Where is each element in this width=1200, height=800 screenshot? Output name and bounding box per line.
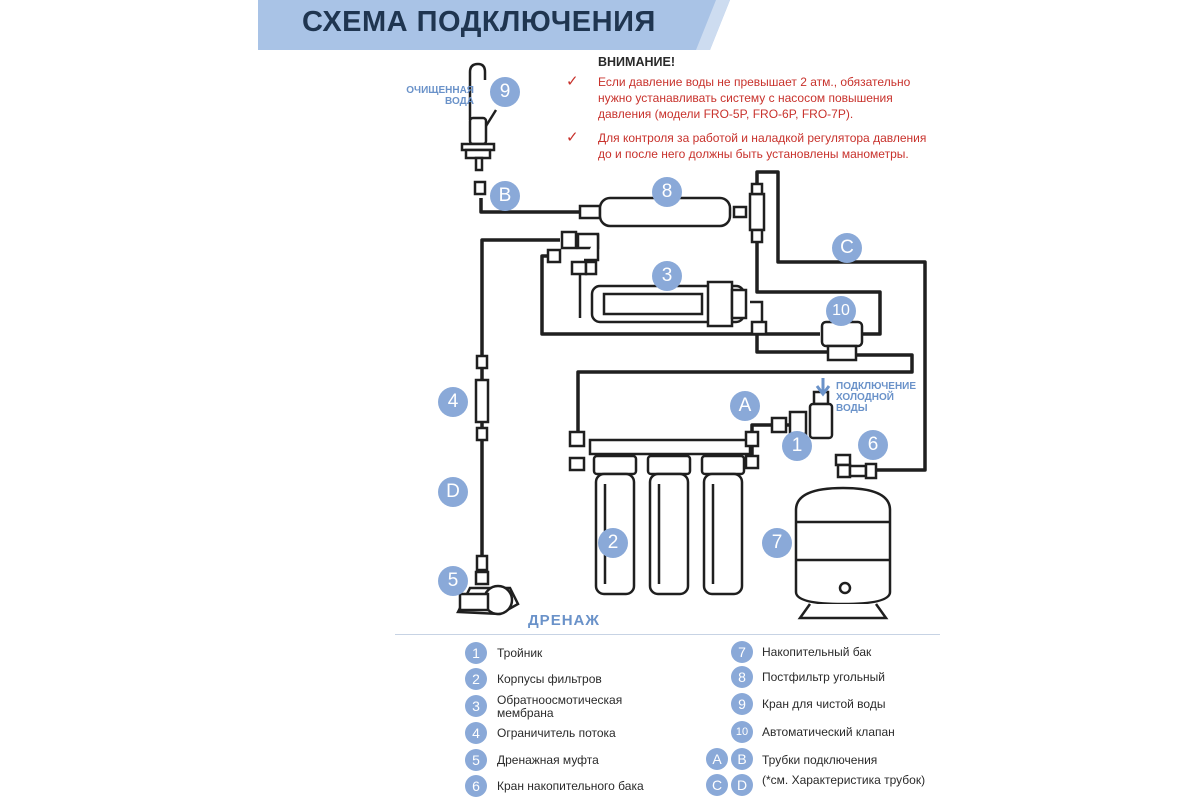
badge-a: A bbox=[730, 391, 760, 421]
legend-text-tubes-note: (*см. Характеристика трубок) bbox=[762, 773, 926, 787]
faucet-drawing bbox=[460, 62, 498, 196]
page-title: СХЕМА ПОДКЛЮЧЕНИЯ bbox=[302, 6, 656, 38]
legend-badge-9: 9 bbox=[731, 693, 753, 715]
badge-3: 3 bbox=[652, 261, 682, 291]
legend-badge-b: B bbox=[731, 748, 753, 770]
legend-text-1: Тройник bbox=[497, 646, 543, 660]
membrane-fittings bbox=[546, 230, 600, 276]
filter-housings-drawing bbox=[568, 430, 760, 596]
warning-text-2: Для контроля за работой и наладкой регул… bbox=[598, 131, 927, 161]
check-icon: ✓ bbox=[566, 73, 579, 90]
label-clean-water: ОЧИЩЕННАЯ ВОДА bbox=[406, 85, 474, 107]
badge-c: C bbox=[832, 233, 862, 263]
warning-heading: ВНИМАНИЕ! bbox=[598, 55, 675, 69]
badge-5: 5 bbox=[438, 566, 468, 596]
legend-badge-3: 3 bbox=[465, 695, 487, 717]
legend-text-tubes: Трубки подключения bbox=[762, 753, 878, 767]
tank-drawing bbox=[794, 486, 892, 620]
legend-badge-a: A bbox=[706, 748, 728, 770]
tube-c bbox=[755, 170, 927, 472]
title-banner bbox=[258, 0, 730, 50]
badge-10: 10 bbox=[826, 296, 856, 326]
badge-9: 9 bbox=[490, 77, 520, 107]
legend-text-10: Автоматический клапан bbox=[762, 725, 895, 739]
legend-text-2: Корпусы фильтров bbox=[497, 672, 602, 686]
badge-b: B bbox=[490, 181, 520, 211]
label-drain: ДРЕНАЖ bbox=[528, 612, 600, 629]
legend-text-6: Кран накопительного бака bbox=[497, 779, 644, 793]
badge-d: D bbox=[438, 477, 468, 507]
badge-1: 1 bbox=[782, 431, 812, 461]
tube-membrane-loop bbox=[540, 254, 820, 336]
legend-text-7: Накопительный бак bbox=[762, 645, 872, 659]
cold-water-arrow bbox=[815, 378, 831, 397]
legend-text-8: Постфильтр угольный bbox=[762, 670, 885, 684]
title-banner-stripe bbox=[696, 0, 730, 50]
tube-d bbox=[480, 238, 560, 572]
legend-text-4: Ограничитель потока bbox=[497, 726, 616, 740]
badge-2: 2 bbox=[598, 528, 628, 558]
tube-to-valve bbox=[755, 240, 882, 336]
legend-badge-7: 7 bbox=[731, 641, 753, 663]
legend-badge-d: D bbox=[731, 774, 753, 796]
badge-4: 4 bbox=[438, 387, 468, 417]
legend-badge-5: 5 bbox=[465, 749, 487, 771]
legend-badge-c: C bbox=[706, 774, 728, 796]
badge-8: 8 bbox=[652, 177, 682, 207]
check-icon: ✓ bbox=[566, 129, 579, 146]
tee-drawing bbox=[770, 390, 834, 440]
tank-valve-drawing bbox=[834, 453, 878, 480]
label-cold-water: ПОДКЛЮЧЕНИЕ ХОЛОДНОЙ ВОДЫ bbox=[836, 381, 917, 414]
postfilter-drawing bbox=[578, 182, 766, 244]
legend-badge-8: 8 bbox=[731, 666, 753, 688]
badge-7: 7 bbox=[762, 528, 792, 558]
legend-text-9: Кран для чистой воды bbox=[762, 697, 886, 711]
legend-divider bbox=[395, 634, 940, 635]
legend-badge-10: 10 bbox=[731, 721, 753, 743]
drain-saddle-drawing bbox=[456, 570, 520, 616]
warning-text-1: Если давление воды не превышает 2 атм., … bbox=[598, 75, 911, 121]
restrictor-drawing bbox=[474, 354, 490, 572]
valve-drawing bbox=[820, 320, 864, 362]
legend-badge-1: 1 bbox=[465, 642, 487, 664]
legend-badge-2: 2 bbox=[465, 668, 487, 690]
legend-badge-6: 6 bbox=[465, 775, 487, 797]
legend-badge-4: 4 bbox=[465, 722, 487, 744]
legend-text-3: Обратноосмотическая мембрана bbox=[497, 693, 623, 720]
membrane-drawing bbox=[578, 275, 768, 336]
legend-text-5: Дренажная муфта bbox=[497, 753, 599, 767]
badge-6: 6 bbox=[858, 430, 888, 460]
tube-b bbox=[479, 198, 585, 214]
